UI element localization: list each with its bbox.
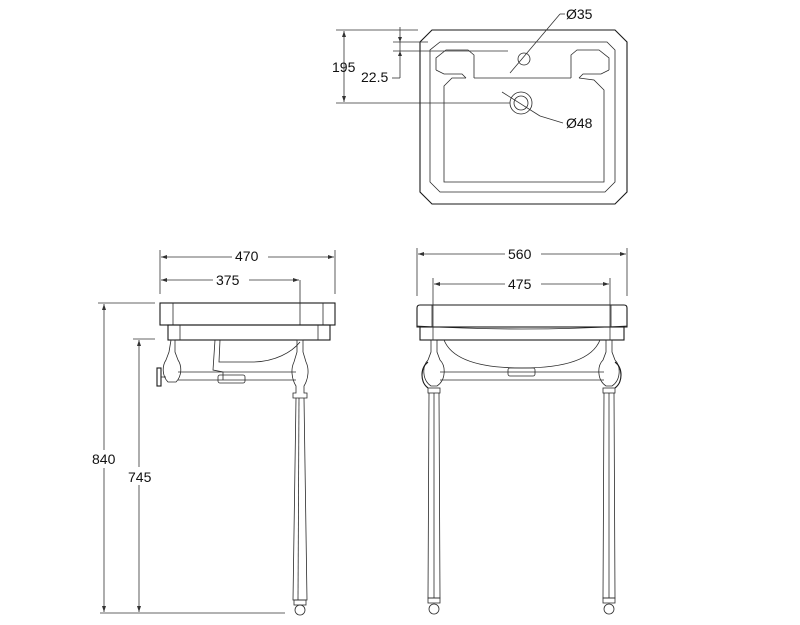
dim-375: 375 (216, 272, 240, 288)
side-view: 470 375 840 745 (90, 248, 336, 616)
dim-470: 470 (235, 248, 259, 264)
dim-waste-diameter: Ø48 (566, 115, 593, 131)
tap-hole (517, 52, 531, 66)
dim-195: 195 (332, 59, 356, 75)
front-view: 560 475 (416, 245, 628, 615)
dim-tap-hole-diameter: Ø35 (566, 6, 593, 22)
waste-outlet (509, 91, 533, 115)
dim-475: 475 (508, 276, 532, 292)
plan-view: 195 22.5 Ø35 Ø48 (332, 6, 628, 205)
dim-22-5: 22.5 (361, 69, 388, 85)
dim-745: 745 (128, 469, 152, 485)
dim-840: 840 (92, 451, 116, 467)
dim-560: 560 (508, 246, 532, 262)
